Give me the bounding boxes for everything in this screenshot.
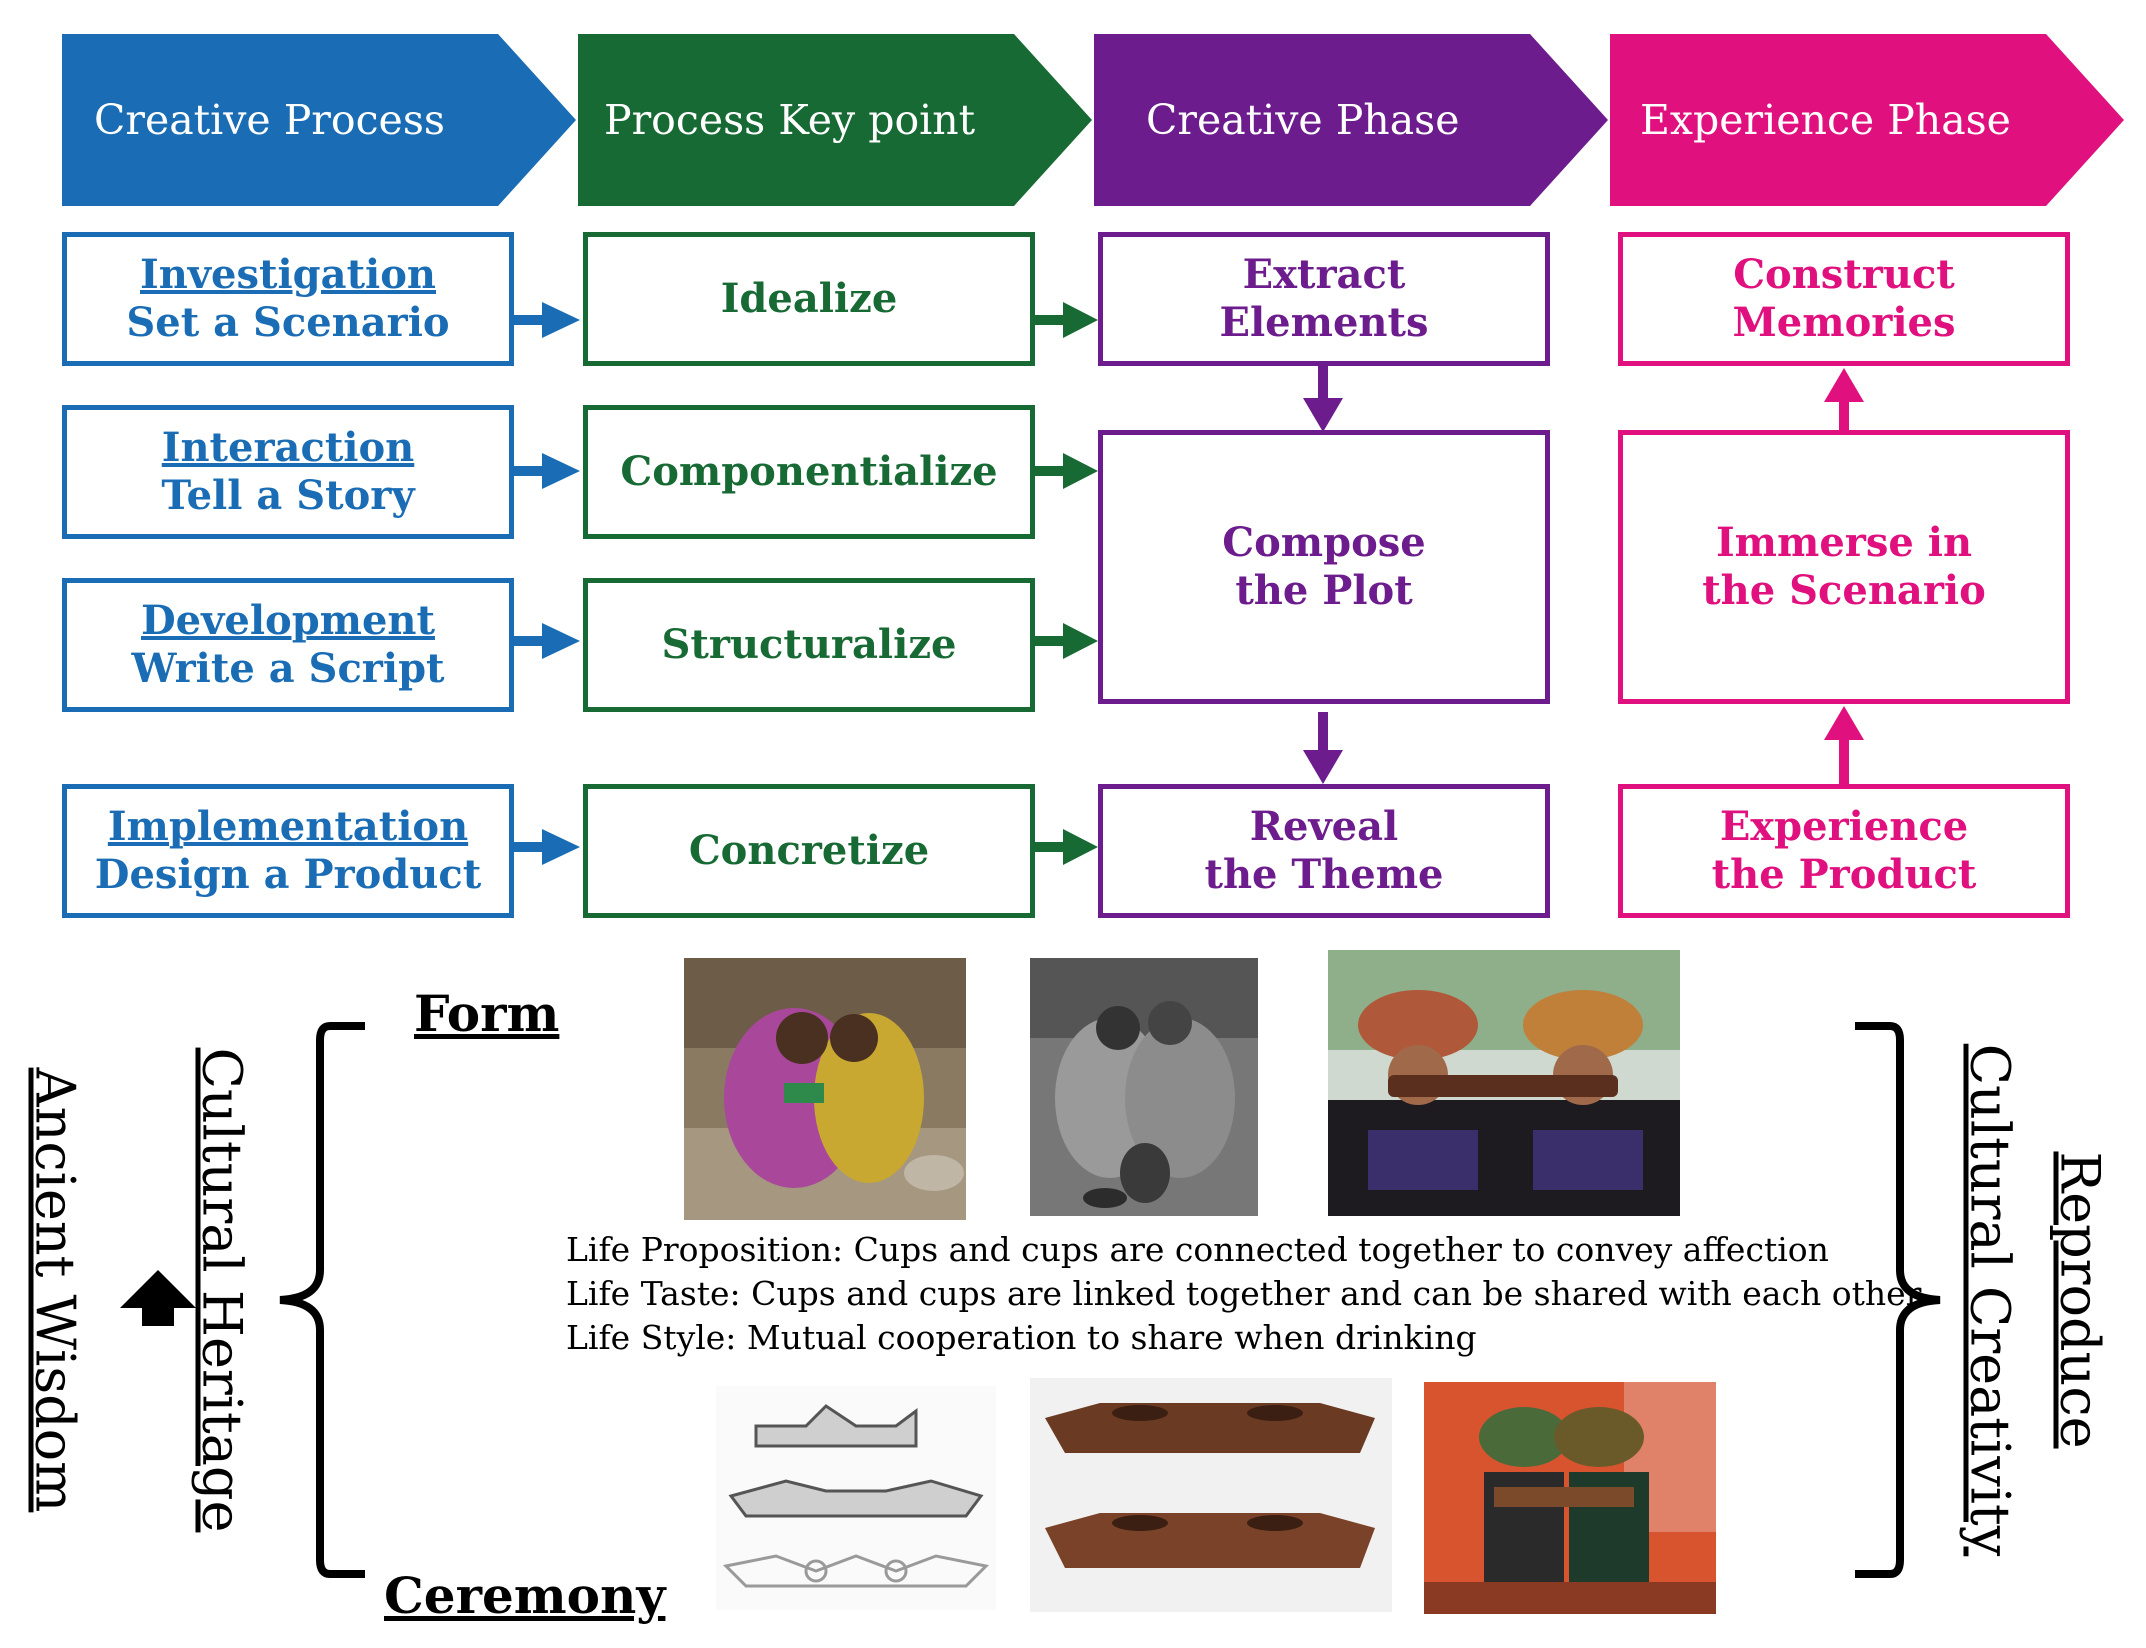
arrow-up-icon — [1824, 368, 1864, 432]
chevron-shape-purple — [1094, 34, 1608, 206]
arrow-right-icon — [1035, 623, 1098, 659]
creative-box-reveal-theme: Reveal the Theme — [1098, 784, 1550, 918]
photo-wooden-cups — [1030, 1378, 1392, 1612]
cultural-creativity-label: Cultural Creativity — [1958, 1043, 2022, 1557]
box-line-1: Experience — [1719, 803, 1969, 850]
keypoint-label: Componentialize — [620, 448, 998, 495]
header-label: Process Key point — [604, 96, 976, 144]
keypoint-box-structuralize: Structuralize — [583, 578, 1035, 712]
arrow-up-icon — [1824, 706, 1864, 784]
photo-cup-drawings — [716, 1386, 996, 1610]
box-line-1: Reveal — [1249, 803, 1399, 850]
chevron-shape-pink — [1610, 34, 2124, 206]
photo-couple-drinking-bw — [1030, 958, 1258, 1216]
box-line-2: the Plot — [1235, 567, 1413, 614]
arrow-right-icon — [1035, 829, 1098, 865]
chevron-shape-blue — [62, 34, 576, 206]
process-title: Implementation — [107, 803, 469, 850]
ceremony-label: Ceremony — [384, 1566, 666, 1625]
keypoint-box-componentialize: Componentialize — [583, 405, 1035, 539]
box-line-1: Compose — [1222, 519, 1426, 566]
process-title: Interaction — [161, 424, 415, 471]
process-subtitle: Write a Script — [131, 645, 445, 692]
arrow-right-icon — [514, 302, 580, 338]
keypoint-label: Structuralize — [661, 621, 957, 668]
arrow-right-icon — [514, 829, 580, 865]
experience-box-experience-product: Experience the Product — [1618, 784, 2070, 918]
right-brace-icon — [1855, 1022, 1941, 1578]
arrow-right-icon — [514, 453, 580, 489]
box-line-2: Memories — [1732, 299, 1956, 346]
left-brace-icon — [279, 1022, 365, 1578]
process-title: Development — [140, 597, 435, 644]
photo-ceremony-headdress — [1328, 950, 1680, 1216]
life-proposition-text: Life Proposition: Cups and cups are conn… — [566, 1230, 1829, 1269]
keypoint-label: Idealize — [720, 275, 898, 322]
keypoint-label: Concretize — [688, 827, 930, 874]
box-line-1: Extract — [1242, 251, 1406, 298]
ancient-wisdom-label: Ancient Wisdom — [23, 1067, 87, 1513]
chevron-shape-green — [578, 34, 1092, 206]
arrow-down-icon — [1303, 366, 1343, 432]
life-style-text: Life Style: Mutual cooperation to share … — [566, 1318, 1477, 1357]
arrow-right-icon — [1035, 453, 1098, 489]
box-line-2: the Scenario — [1702, 567, 1986, 614]
header-creative-process: Creative Process — [62, 34, 576, 206]
process-subtitle: Design a Product — [94, 851, 482, 898]
experience-box-immerse-scenario: Immerse in the Scenario — [1618, 430, 2070, 704]
box-line-2: the Theme — [1204, 851, 1444, 898]
process-subtitle: Set a Scenario — [126, 299, 450, 346]
header-process-key-point: Process Key point — [578, 34, 1092, 206]
form-label: Form — [414, 984, 560, 1043]
creative-box-extract-elements: Extract Elements — [1098, 232, 1550, 366]
experience-box-construct-memories: Construct Memories — [1618, 232, 2070, 366]
reproduce-label: Reproduce — [2048, 1151, 2112, 1449]
header-label: Creative Process — [94, 96, 445, 144]
photo-couple-drinking-color — [684, 958, 966, 1220]
photo-ceremony-red — [1424, 1382, 1716, 1614]
box-line-1: Immerse in — [1715, 519, 1973, 566]
creative-box-compose-plot: Compose the Plot — [1098, 430, 1550, 704]
life-taste-text: Life Taste: Cups and cups are linked tog… — [566, 1274, 1922, 1313]
header-label: Experience Phase — [1640, 96, 2011, 144]
arrow-down-icon — [1303, 712, 1343, 784]
box-line-2: the Product — [1711, 851, 1977, 898]
header-creative-phase: Creative Phase — [1094, 34, 1608, 206]
arrow-up-icon — [120, 1270, 196, 1326]
arrow-right-icon — [1035, 302, 1098, 338]
keypoint-box-concretize: Concretize — [583, 784, 1035, 918]
process-subtitle: Tell a Story — [161, 472, 415, 519]
box-line-1: Construct — [1733, 251, 1955, 298]
header-experience-phase: Experience Phase — [1610, 34, 2124, 206]
process-box-development: Development Write a Script — [62, 578, 514, 712]
process-box-implementation: Implementation Design a Product — [62, 784, 514, 918]
box-line-2: Elements — [1219, 299, 1429, 346]
header-label: Creative Phase — [1146, 96, 1460, 144]
process-box-investigation: Investigation Set a Scenario — [62, 232, 514, 366]
keypoint-box-idealize: Idealize — [583, 232, 1035, 366]
arrow-right-icon — [514, 623, 580, 659]
process-box-interaction: Interaction Tell a Story — [62, 405, 514, 539]
flow-arrows — [514, 302, 1864, 865]
cultural-heritage-label: Cultural Heritage — [190, 1047, 254, 1533]
process-title: Investigation — [140, 251, 436, 298]
